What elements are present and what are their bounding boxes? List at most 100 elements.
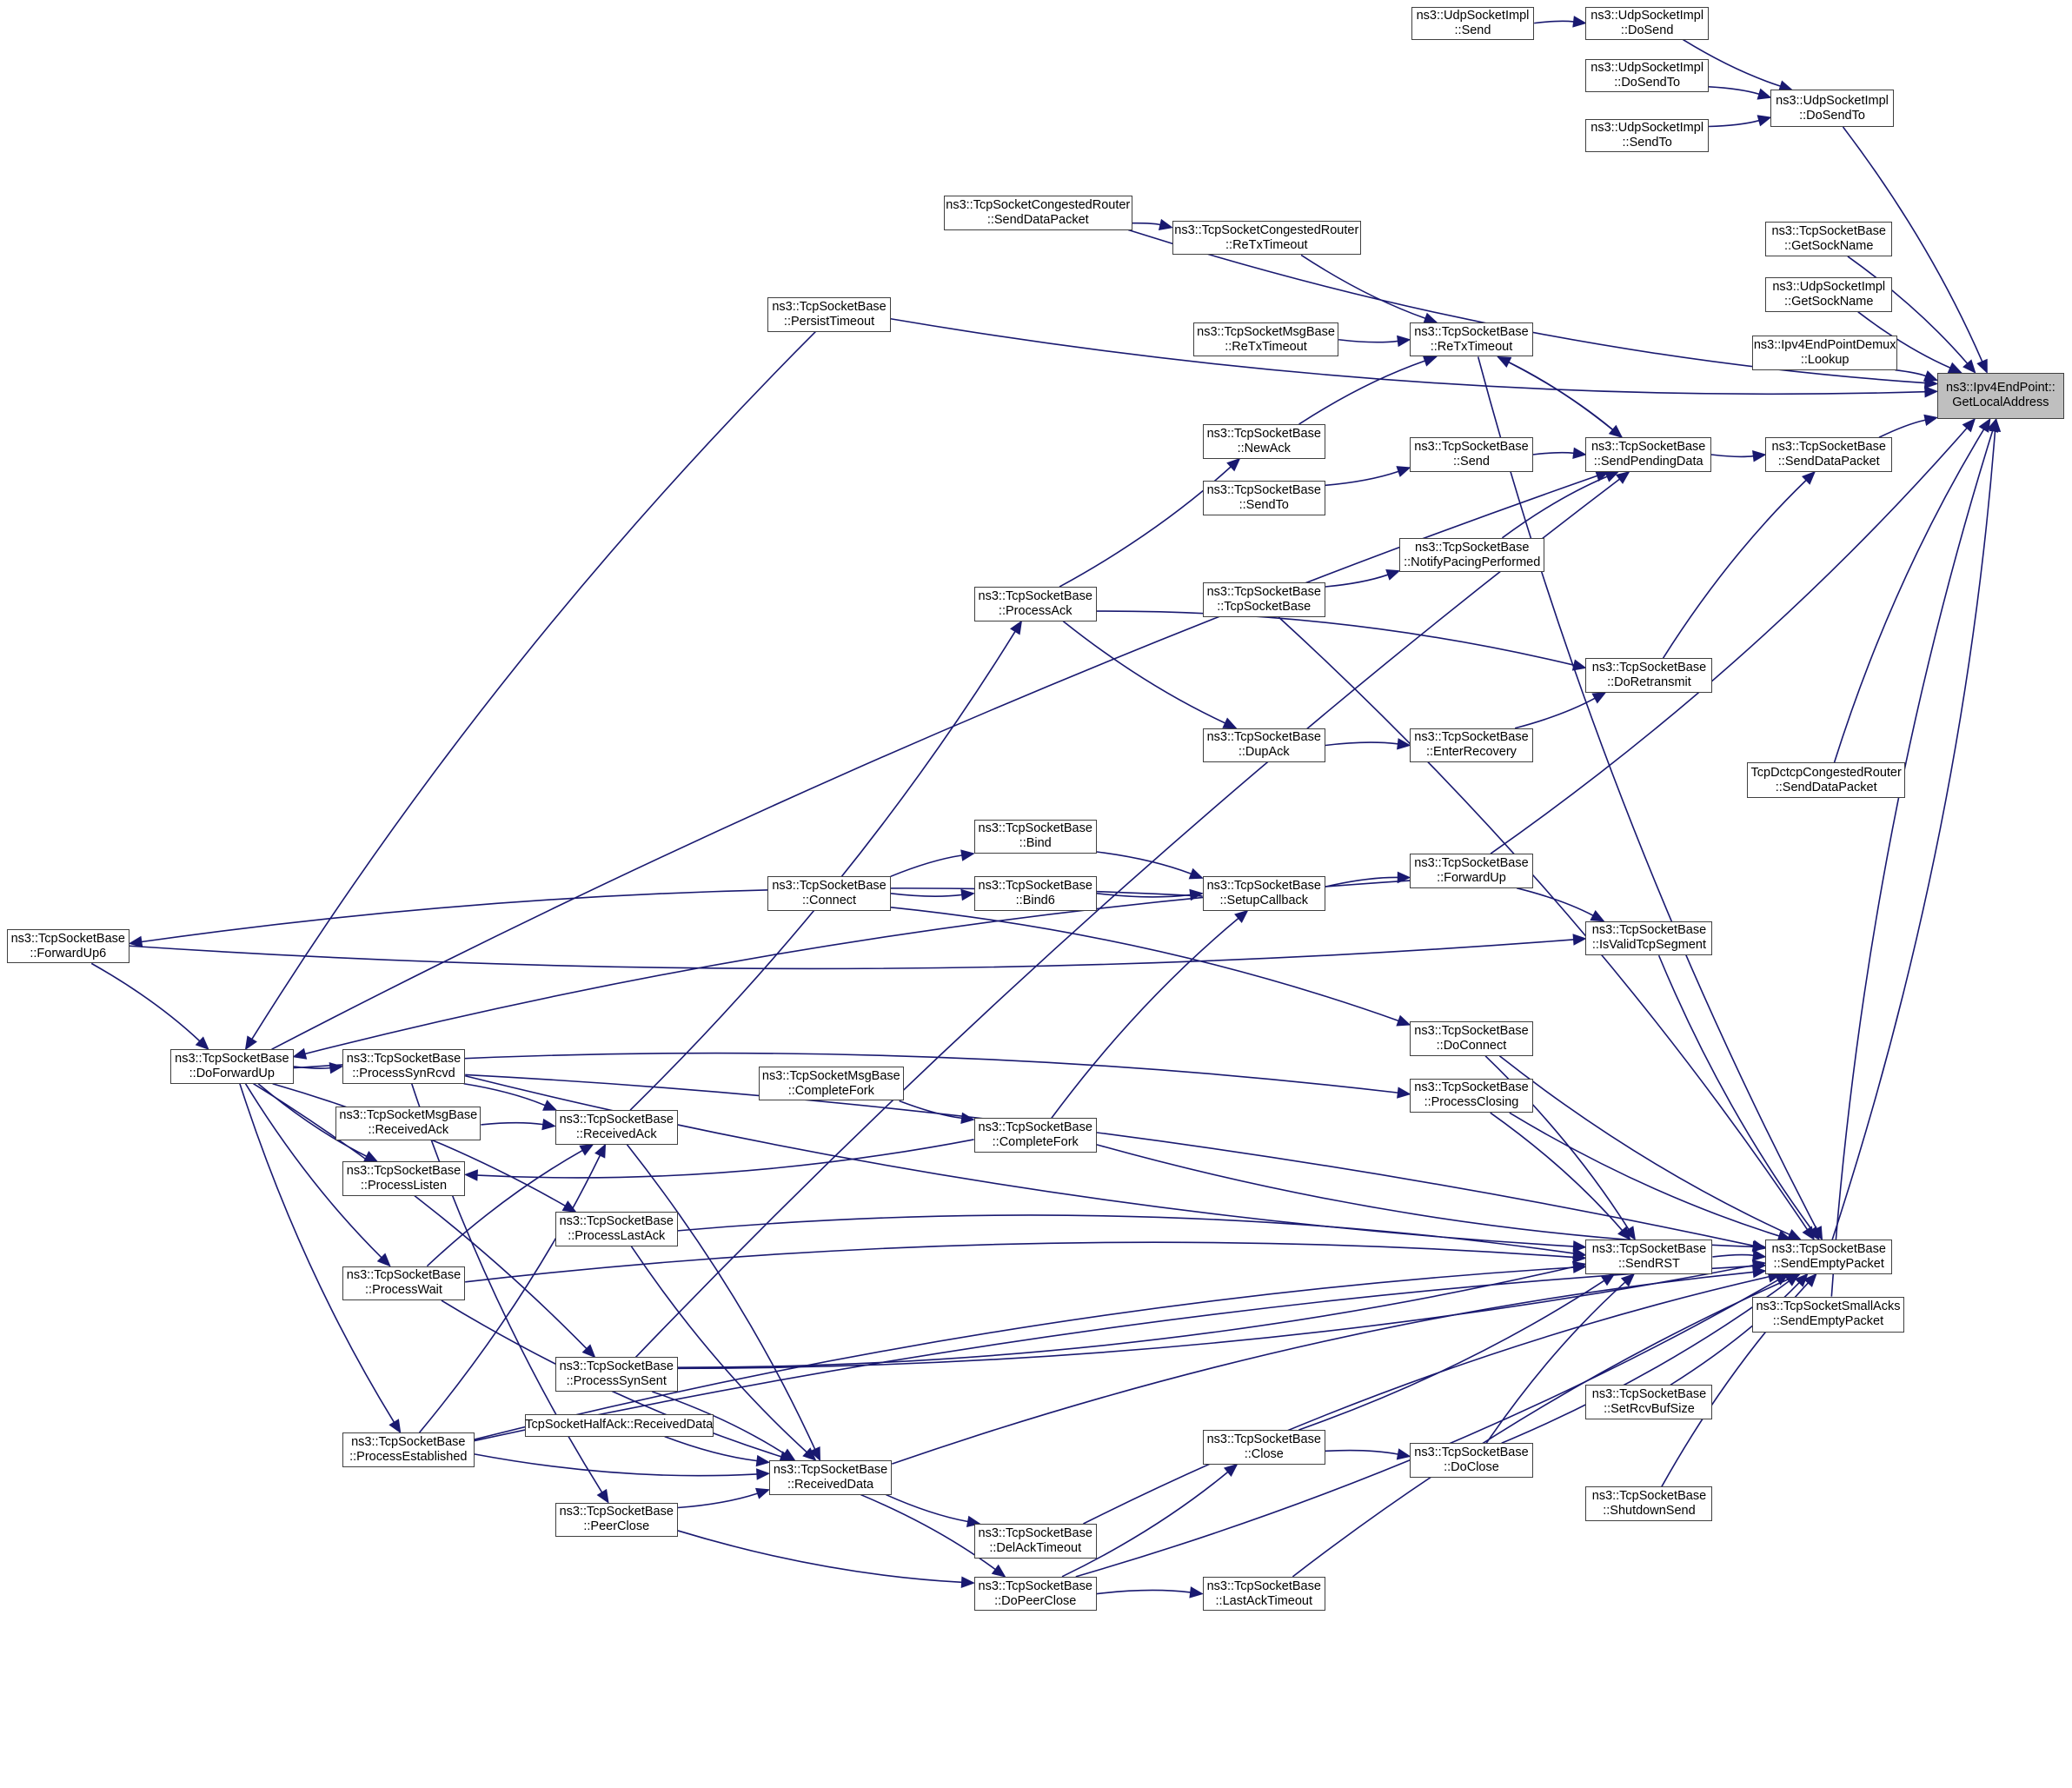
graph-node-tsb-getsockname[interactable]: ns3::TcpSocketBase::GetSockName: [1765, 222, 1893, 256]
graph-node-bind[interactable]: ns3::TcpSocketBase::Bind: [973, 819, 1097, 854]
edge-udp-dosendto-a-to-udp-dosendto: [1708, 85, 1760, 96]
node-label: ::Bind: [1019, 836, 1052, 851]
graph-node-processsynrcvd[interactable]: ns3::TcpSocketBase::ProcessSynRcvd: [342, 1049, 466, 1084]
graph-node-doconnect[interactable]: ns3::TcpSocketBase::DoConnect: [1410, 1021, 1533, 1056]
graph-node-bind6[interactable]: ns3::TcpSocketBase::Bind6: [973, 876, 1097, 911]
graph-node-root[interactable]: ns3::Ipv4EndPoint::GetLocalAddress: [1936, 372, 2064, 419]
graph-node-processlisten[interactable]: ns3::TcpSocketBase::ProcessListen: [342, 1161, 466, 1196]
edge-dctcp-senddata-to-root: [1833, 429, 1985, 763]
node-label: ns3::TcpSocketMsgBase: [339, 1108, 478, 1123]
arrowhead-icon: [1802, 470, 1816, 485]
node-label: ns3::TcpSocketBase: [978, 1525, 1092, 1540]
graph-node-udp-getsockname[interactable]: ns3::UdpSocketImpl::GetSockName: [1765, 277, 1893, 312]
graph-node-dopeerclose[interactable]: ns3::TcpSocketBase::DoPeerClose: [973, 1576, 1097, 1612]
graph-node-udp-sendto[interactable]: ns3::UdpSocketImpl::SendTo: [1585, 118, 1709, 152]
graph-node-delacktimeout[interactable]: ns3::TcpSocketBase::DelAckTimeout: [973, 1524, 1097, 1559]
node-label: ::IsValidTcpSegment: [1591, 938, 1706, 953]
graph-node-ctor[interactable]: ns3::TcpSocketBase::TcpSocketBase: [1202, 582, 1325, 617]
graph-node-doforwardup[interactable]: ns3::TcpSocketBase::DoForwardUp: [170, 1049, 294, 1084]
edge-connect-to-doconnect: [890, 906, 1399, 1022]
node-label: ::DelAckTimeout: [989, 1540, 1082, 1555]
graph-node-udp-dosend[interactable]: ns3::UdpSocketImpl::DoSend: [1585, 6, 1709, 40]
node-label: ns3::TcpSocketBase: [1414, 730, 1529, 745]
arrowhead-icon: [1397, 871, 1411, 884]
edge-tcr-senddata-to-tcr-retx: [1132, 222, 1161, 226]
edge-dopeerclose-to-sendempty: [1075, 1279, 1778, 1578]
graph-node-lastacktimeout[interactable]: ns3::TcpSocketBase::LastAckTimeout: [1202, 1576, 1325, 1612]
graph-node-halfack-receiveddata[interactable]: TcpSocketHalfAck::ReceivedData: [524, 1413, 714, 1437]
arrowhead-icon: [1396, 1448, 1411, 1460]
graph-node-receivedack[interactable]: ns3::TcpSocketBase::ReceivedAck: [555, 1110, 678, 1145]
graph-node-doretransmit[interactable]: ns3::TcpSocketBase::DoRetransmit: [1585, 658, 1713, 693]
graph-node-retx[interactable]: ns3::TcpSocketBase::ReTxTimeout: [1410, 322, 1533, 357]
graph-node-processlastack[interactable]: ns3::TcpSocketBase::ProcessLastAck: [555, 1212, 678, 1246]
graph-node-smallacks-sendempty[interactable]: ns3::TcpSocketSmallAcks::SendEmptyPacket: [1752, 1296, 1904, 1333]
graph-node-setupcallback[interactable]: ns3::TcpSocketBase::SetupCallback: [1202, 876, 1325, 911]
graph-node-processestablished[interactable]: ns3::TcpSocketBase::ProcessEstablished: [342, 1432, 475, 1467]
edge-isvalid-to-sendempty: [1657, 954, 1813, 1231]
graph-node-processclosing[interactable]: ns3::TcpSocketBase::ProcessClosing: [1410, 1078, 1533, 1113]
arrowhead-icon: [1234, 909, 1249, 924]
graph-node-sendpending[interactable]: ns3::TcpSocketBase::SendPendingData: [1585, 437, 1711, 472]
graph-node-forwardup6[interactable]: ns3::TcpSocketBase::ForwardUp6: [6, 928, 130, 964]
graph-node-demux-lookup[interactable]: ns3::Ipv4EndPointDemux::Lookup: [1752, 336, 1898, 370]
graph-node-processsynsent[interactable]: ns3::TcpSocketBase::ProcessSynSent: [555, 1357, 678, 1392]
graph-node-completefork[interactable]: ns3::TcpSocketBase::CompleteFork: [973, 1118, 1097, 1153]
node-label: ns3::TcpSocketBase: [351, 1434, 466, 1449]
graph-node-msg-retx[interactable]: ns3::TcpSocketMsgBase::ReTxTimeout: [1192, 322, 1339, 357]
graph-node-dupack[interactable]: ns3::TcpSocketBase::DupAck: [1202, 728, 1325, 763]
edge-msg-retx-to-retx: [1338, 338, 1398, 343]
graph-node-udp-dosendto[interactable]: ns3::UdpSocketImpl::DoSendTo: [1770, 90, 1894, 127]
graph-node-dctcp-senddata[interactable]: TcpDctcpCongestedRouter::SendDataPacket: [1746, 762, 1906, 799]
graph-node-tcr-senddata[interactable]: ns3::TcpSocketCongestedRouter::SendDataP…: [943, 196, 1132, 230]
graph-node-msg-receivedack[interactable]: ns3::TcpSocketMsgBase::ReceivedAck: [335, 1106, 481, 1141]
node-label: ::PersistTimeout: [783, 314, 875, 329]
graph-node-doclose[interactable]: ns3::TcpSocketBase::DoClose: [1410, 1443, 1533, 1478]
node-label: ::SendEmptyPacket: [1773, 1256, 1884, 1271]
graph-node-newack[interactable]: ns3::TcpSocketBase::NewAck: [1202, 424, 1325, 459]
edge-sendrst-to-sendempty: [1712, 1253, 1754, 1258]
graph-node-udp-send[interactable]: ns3::UdpSocketImpl::Send: [1411, 6, 1535, 40]
graph-node-sendrst[interactable]: ns3::TcpSocketBase::SendRST: [1585, 1240, 1713, 1274]
graph-node-processwait[interactable]: ns3::TcpSocketBase::ProcessWait: [342, 1266, 466, 1301]
node-label: ns3::TcpSocketCongestedRouter: [946, 197, 1131, 212]
node-label: ns3::TcpSocketBase: [1771, 1241, 1886, 1256]
graph-node-close[interactable]: ns3::TcpSocketBase::Close: [1202, 1430, 1325, 1465]
arrowhead-icon: [1757, 88, 1772, 100]
graph-node-sendempty[interactable]: ns3::TcpSocketBase::SendEmptyPacket: [1765, 1240, 1893, 1274]
arrowhead-icon: [1572, 1251, 1587, 1264]
graph-node-udp-dosendto-a[interactable]: ns3::UdpSocketImpl::DoSendTo: [1585, 59, 1709, 93]
edge-processestablished-to-sendempty: [474, 1265, 1754, 1442]
graph-node-receiveddata[interactable]: ns3::TcpSocketBase::ReceivedData: [768, 1460, 893, 1495]
node-label: ::SendRST: [1617, 1256, 1680, 1271]
graph-node-sendto[interactable]: ns3::TcpSocketBase::SendTo: [1202, 481, 1325, 515]
graph-node-enterrecovery[interactable]: ns3::TcpSocketBase::EnterRecovery: [1410, 728, 1533, 763]
graph-node-processack[interactable]: ns3::TcpSocketBase::ProcessAck: [973, 587, 1097, 621]
graph-node-send[interactable]: ns3::TcpSocketBase::Send: [1410, 437, 1533, 472]
edge-completefork-to-sendempty: [1096, 1144, 1754, 1248]
node-label: ::SendPendingData: [1593, 455, 1703, 469]
graph-node-peerclose[interactable]: ns3::TcpSocketBase::PeerClose: [555, 1502, 678, 1538]
node-label: ::ForwardUp: [1437, 870, 1506, 885]
graph-node-isvalid[interactable]: ns3::TcpSocketBase::IsValidTcpSegment: [1585, 921, 1713, 956]
node-label: ::Connect: [802, 893, 857, 907]
edge-forwardup-to-isvalid: [1516, 887, 1594, 916]
node-label: ::EnterRecovery: [1425, 745, 1517, 760]
graph-node-forwardup[interactable]: ns3::TcpSocketBase::ForwardUp: [1410, 854, 1533, 888]
graph-node-shutdownsend[interactable]: ns3::TcpSocketBase::ShutdownSend: [1585, 1486, 1713, 1521]
node-label: ::Send: [1454, 23, 1491, 37]
graph-node-connect[interactable]: ns3::TcpSocketBase::Connect: [767, 876, 891, 911]
graph-node-notifypacing[interactable]: ns3::TcpSocketBase::NotifyPacingPerforme…: [1399, 537, 1545, 573]
graph-node-msg-completefork[interactable]: ns3::TcpSocketMsgBase::CompleteFork: [758, 1066, 904, 1101]
arrowhead-icon: [755, 1454, 771, 1467]
node-label: ns3::UdpSocketImpl: [1591, 8, 1704, 23]
graph-node-senddatapacket[interactable]: ns3::TcpSocketBase::SendDataPacket: [1765, 437, 1893, 472]
edge-doconnect-to-sendrst: [1484, 1055, 1630, 1230]
edge-completefork-to-setupcallback: [1051, 917, 1239, 1119]
node-label: ::ProcessEstablished: [349, 1449, 468, 1464]
graph-node-persist[interactable]: ns3::TcpSocketBase::PersistTimeout: [767, 297, 891, 332]
graph-node-setrcvbuf[interactable]: ns3::TcpSocketBase::SetRcvBufSize: [1585, 1385, 1713, 1419]
arrowhead-icon: [596, 1488, 609, 1504]
graph-node-tcr-retx[interactable]: ns3::TcpSocketCongestedRouter::ReTxTimeo…: [1172, 220, 1361, 256]
node-label: ns3::TcpSocketBase: [1206, 426, 1321, 441]
